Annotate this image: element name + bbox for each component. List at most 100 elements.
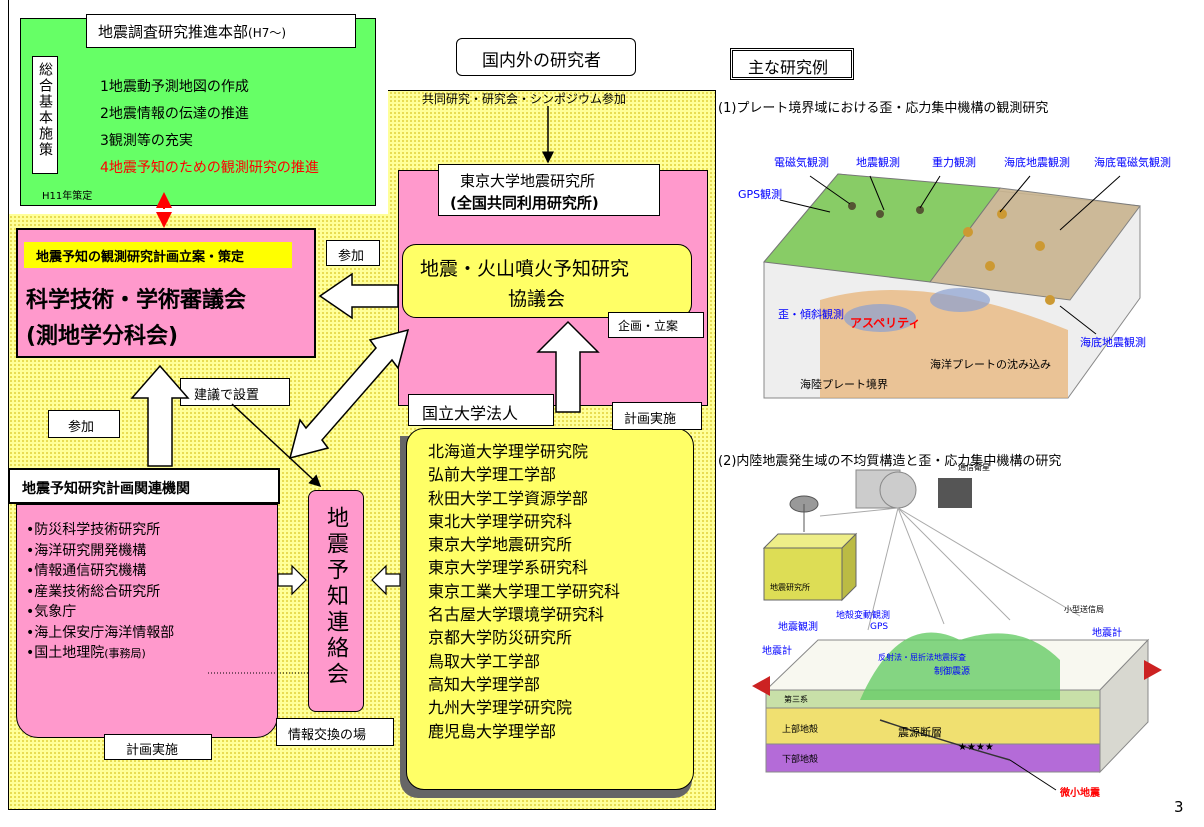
fig2-label-lower-crust: 下部地殻 [782, 755, 819, 765]
institution-item: •海上保安庁海洋情報部 [26, 624, 175, 641]
kengi-arrow [231, 403, 322, 488]
fig2-label-crustal: 地殻変動観測 [836, 611, 891, 621]
kyogikai-line1: 地震・火山噴火予知研究 [420, 258, 630, 280]
renrakukai-box [308, 490, 364, 712]
council-name-1: 科学技術・学術審議会 [26, 288, 247, 313]
fig1-label-seismic: 地震観測 [856, 156, 900, 169]
eri-title-box [438, 164, 660, 216]
university-item: 九州大学理学研究院 [428, 698, 573, 718]
universities-header-box [408, 394, 554, 426]
example1-title: (1)プレート境界域における歪・応力集中機構の観測研究 [718, 101, 1049, 116]
institutions-list: •防災科学技術研究所 •海洋研究開発機構 •情報通信研究機構 •産業技術総合研究… [26, 520, 174, 665]
fig1-label-emag: 電磁気観測 [774, 156, 829, 169]
fig1-label-ocean-seismic-2: 海底地震観測 [1080, 336, 1146, 349]
university-item: 高知大学理学部 [428, 674, 541, 694]
institution-item: •海洋研究開発機構 [26, 542, 147, 559]
universities-header: 国立大学法人 [422, 404, 519, 423]
research-examples-title-box [730, 48, 854, 80]
institution-item: •気象庁 [26, 604, 77, 620]
fig1-label-boundary: 海陸プレート境界 [800, 378, 888, 391]
fig2-label-small-transmitter: 小型送信局 [1064, 605, 1104, 614]
university-item: 京都大学防災研究所 [428, 628, 573, 648]
fig2-label-satellite: 通信衛星 [958, 463, 990, 472]
university-item: 東京大学地震研究所 [428, 535, 573, 555]
eri-line1: 東京大学地震研究所 [460, 172, 596, 190]
joho-box [276, 718, 394, 746]
headquarters-title-box [86, 14, 356, 48]
university-item: 名古屋大学環境学研究科 [428, 605, 605, 625]
inst-to-council-arrow [130, 364, 190, 467]
fig2-label-tertiary: 第三系 [784, 695, 808, 704]
white-mask-2 [388, 0, 396, 90]
council-banner: 地震予知の観測研究計画立案・策定 [36, 250, 245, 265]
diagonal-double-arrow [288, 328, 410, 460]
council-banner-box [24, 242, 292, 268]
university-item: 東京大学理学系研究科 [428, 558, 589, 578]
headquarters-side-label-box [32, 56, 58, 174]
planning-label: 企画・立案 [618, 319, 679, 333]
universities-panel [406, 428, 694, 790]
sanka-left: 参加 [68, 420, 95, 435]
keikaku-inst-box [104, 734, 212, 760]
fig1-label-asperity: アスペリティ [850, 316, 921, 330]
institution-item: •防災科学技術研究所 [26, 522, 161, 538]
fig2-label-seismometer-right: 地震計 [1092, 628, 1122, 639]
kyogikai-line2: 協議会 [508, 288, 566, 310]
researchers-box [456, 38, 636, 76]
university-item: 北海道大学理学研究院 [428, 442, 589, 461]
kengi-box [180, 378, 290, 406]
fig2-label-gps: GPS [870, 622, 889, 632]
institution-item: •情報通信研究機構 [26, 563, 147, 579]
kengi-label: 建議で設置 [194, 388, 260, 403]
research-examples-title: 主な研究例 [748, 58, 829, 77]
institution-item: •国土地理院(事務局) [26, 645, 146, 661]
headquarters-side-label: 総合基本施策 [37, 62, 53, 158]
inst-to-renrakukai-arrow [277, 564, 307, 596]
keikaku-univ-label: 計画実施 [624, 412, 677, 427]
hq-item-3: 3観測等の充実 [100, 133, 193, 149]
hq-item-2: 2地震情報の伝達の推進 [100, 106, 249, 122]
fig2-label-upper-crust: 上部地殻 [782, 725, 819, 735]
sanka-left-box [48, 410, 120, 438]
university-item: 東北大学理学研究科 [428, 511, 573, 531]
university-item: 鳥取大学工学部 [428, 651, 541, 671]
fig2-label-microquake: 微小地震 [1060, 788, 1100, 799]
institution-item: •産業技術総合研究所 [26, 583, 161, 600]
fig1-label-subduction: 海洋プレートの沈み込み [930, 358, 1051, 371]
sanka-right: 参加 [338, 249, 365, 264]
headquarters-items: 1地震動予測地図の作成 2地震情報の伝達の推進 3観測等の充実 4地震予知のため… [100, 74, 319, 182]
university-item: 秋田大学工学資源学部 [428, 488, 589, 508]
planning-label-box [608, 312, 704, 338]
fig1-label-strain: 歪・傾斜観測 [778, 308, 844, 321]
fig2-label-seismic: 地震観測 [778, 622, 818, 633]
universities-list: 北海道大学理学研究院 弘前大学理工学部 秋田大学工学資源学部 東北大学理学研究科… [428, 440, 620, 743]
fig1-label-ocean-seismic: 海底地震観測 [1004, 156, 1070, 169]
joho-label: 情報交換の場 [288, 728, 367, 743]
institutions-header-box [8, 468, 280, 504]
sanka-right-box [326, 240, 380, 266]
fig2-label-reflection: 反射法・屈折法地震探査 [878, 653, 966, 662]
headquarters-footnote: H11年策定 [42, 191, 93, 202]
fig2-label-institute: 地震研究所 [770, 583, 810, 592]
keikaku-inst-label: 計画実施 [126, 743, 179, 758]
fig1-label-ocean-emag: 海底電磁気観測 [1094, 156, 1171, 169]
left-border [8, 0, 9, 810]
fig2-label-seismometer-left: 地震計 [762, 646, 792, 657]
university-item: 弘前大学理工学部 [428, 465, 557, 485]
researchers-label: 国内外の研究者 [482, 51, 601, 71]
example2-title: (2)内陸地震発生域の不均質構造と歪・応力集中機構の研究 [718, 454, 1062, 469]
univ-to-renrakukai-arrow [371, 564, 401, 596]
institutions-header: 地震予知研究計画関連機関 [22, 481, 190, 497]
joint-research-label: 共同研究・研究会・シンポジウム参加 [422, 92, 627, 106]
kyogikai-to-council-arrow [318, 272, 399, 320]
headquarters-title: 地震調査研究推進本部(H7～) [98, 23, 287, 41]
fig2-label-controlled: 制御震源 [934, 667, 971, 677]
fig1-label-gps: GPS観測 [738, 188, 783, 201]
keikaku-univ-box [612, 402, 702, 430]
council-name-2: (測地学分科会) [26, 324, 179, 349]
hq-item-4: 4地震予知のための観測研究の推進 [100, 160, 319, 176]
institutions-panel [16, 504, 278, 738]
fig1-label-gravity: 重力観測 [932, 156, 976, 169]
